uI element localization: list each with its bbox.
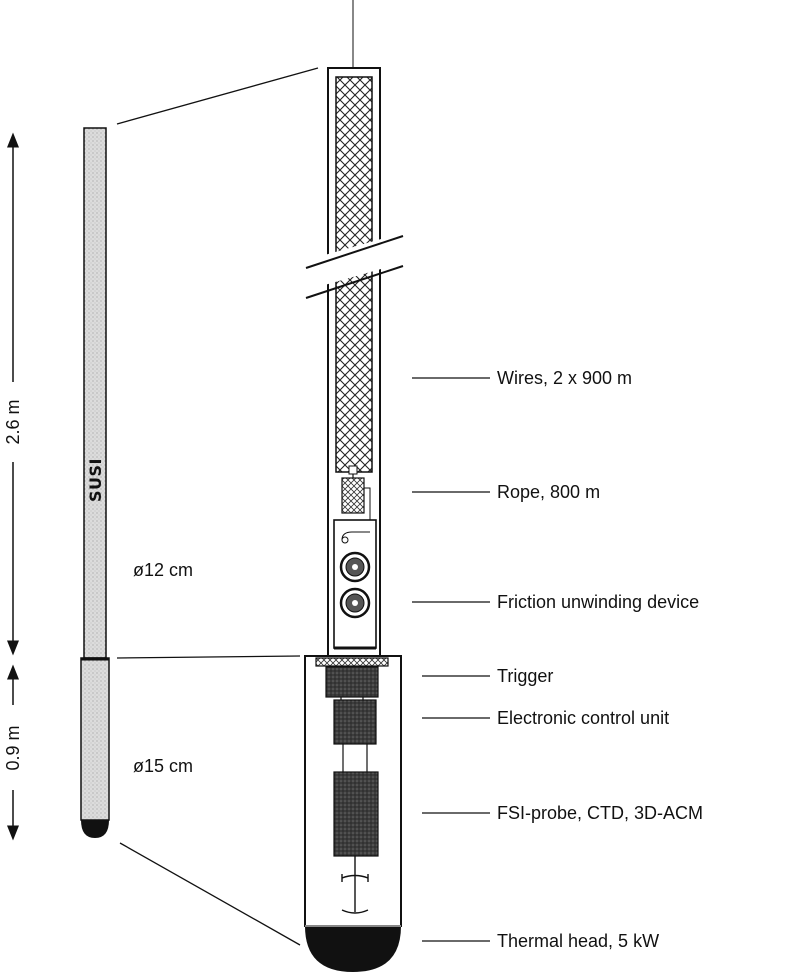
overview-thermal-head xyxy=(81,820,109,838)
friction-wheel-upper xyxy=(339,551,371,583)
break-mark xyxy=(300,232,406,299)
label-friction-device: Friction unwinding device xyxy=(497,592,699,612)
lower-tube xyxy=(80,657,110,821)
length-upper-label: 2.6 m xyxy=(3,399,23,444)
upper-tube xyxy=(83,127,107,659)
label-thermal-head: Thermal head, 5 kW xyxy=(497,931,659,951)
label-rope: Rope, 800 m xyxy=(497,482,600,502)
trigger-block xyxy=(325,666,379,698)
friction-wheel-lower xyxy=(339,587,371,619)
probe-overview: SUSI xyxy=(80,127,110,838)
label-wires: Wires, 2 x 900 m xyxy=(497,368,632,388)
probe-detail xyxy=(300,0,406,972)
trigger-plate xyxy=(315,657,389,667)
susi-label: SUSI xyxy=(86,458,105,502)
dimension-2-6m: 2.6 m xyxy=(3,132,23,656)
label-trigger: Trigger xyxy=(497,666,553,686)
projection-lines xyxy=(116,67,319,946)
friction-device xyxy=(333,519,377,649)
sensor-package xyxy=(333,771,379,857)
leader-lines xyxy=(412,377,490,942)
diameter-upper-label: ø12 cm xyxy=(133,560,193,580)
length-lower-label: 0.9 m xyxy=(3,725,23,770)
rope-coil xyxy=(341,477,365,514)
label-sensor-package: FSI-probe, CTD, 3D-ACM xyxy=(497,803,703,823)
anchor-bracket xyxy=(341,856,369,914)
dimension-0-9m: 0.9 m xyxy=(3,664,23,841)
diameter-lower-label: ø15 cm xyxy=(133,756,193,776)
label-electronic-control-unit: Electronic control unit xyxy=(497,708,669,728)
electronic-control-unit xyxy=(333,699,377,745)
thermal-head xyxy=(305,926,401,972)
